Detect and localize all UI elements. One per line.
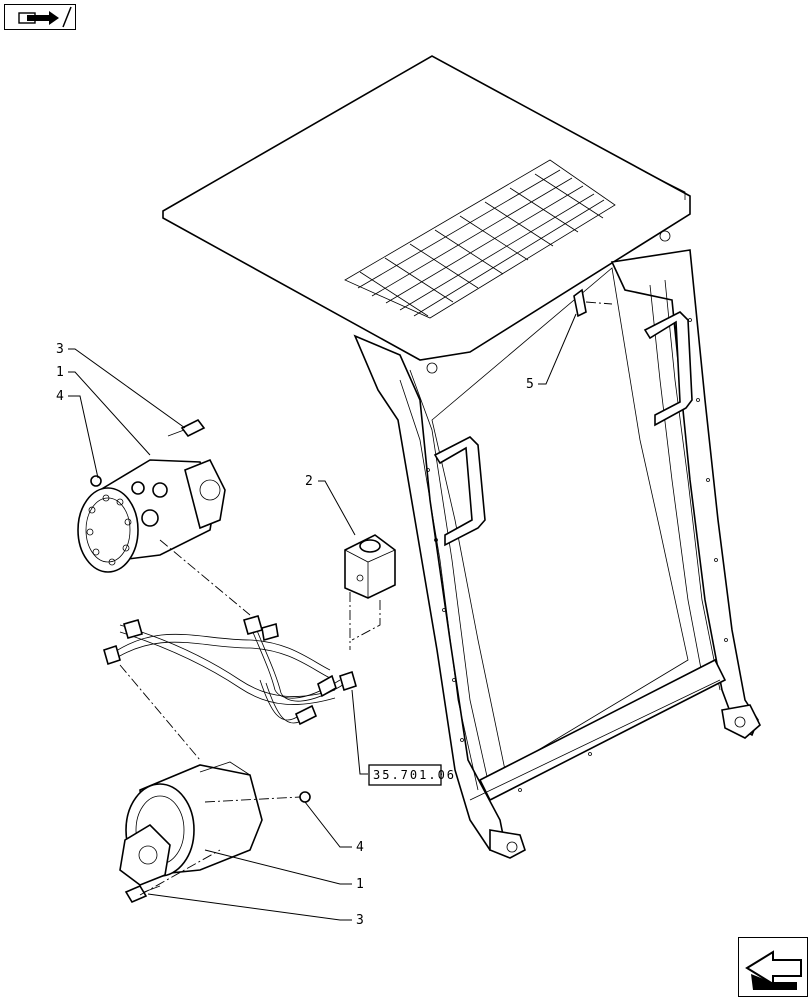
roof-panel [162,55,691,361]
previous-page-icon [18,6,72,28]
next-page-icon [745,950,802,990]
callout-1-bottom: 1 [356,877,364,892]
callout-4-bottom: 4 [356,840,364,855]
part-5-switch [573,288,613,318]
cab-frame [162,55,761,859]
reference-label: 35.701.06 [373,768,456,782]
part-4-nut-bottom [299,791,311,803]
roof-vent-grid [344,159,616,319]
part-3-bolt-top [180,418,206,438]
part-4-nut-top [90,475,102,487]
assembly-center-lines [119,539,381,896]
callout-2: 2 [305,474,313,489]
part-1-drive-motor-bottom [119,761,311,904]
callout-4-top: 4 [56,389,64,404]
part-1-drive-motor-top [77,418,226,573]
callout-3-top: 3 [56,342,64,357]
callout-1-top: 1 [56,365,64,380]
grab-handle-left [433,436,486,547]
callout-3-bottom: 3 [356,913,364,928]
next-page-button[interactable] [738,937,808,997]
callout-5: 5 [526,377,534,392]
previous-page-button[interactable] [4,4,76,30]
grab-handle-right [643,311,693,427]
part-2-solenoid-valve [344,534,396,599]
callout-leader-lines [68,313,577,921]
hydraulic-hoses [103,615,357,726]
reference-link-box[interactable]: 35.701.06 [368,764,456,786]
part-3-bolt-bottom [124,884,148,904]
